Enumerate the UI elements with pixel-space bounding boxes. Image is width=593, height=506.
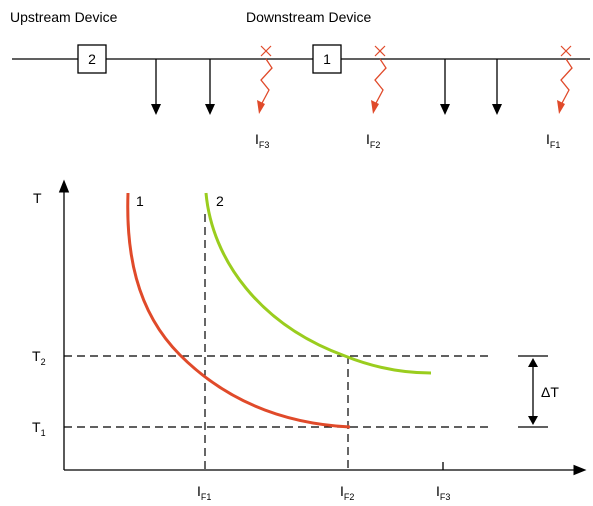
device-2-box: 2 — [77, 44, 107, 74]
device-1-label: 1 — [323, 51, 331, 67]
curve-2-label: 2 — [216, 193, 224, 209]
curve-2 — [204, 192, 432, 375]
fault-label-if2-top: IF2 — [366, 131, 380, 150]
t2-label: T2 — [32, 348, 46, 367]
if3-axis-label: IF3 — [436, 483, 450, 502]
arrow-down-icon — [492, 59, 502, 115]
fault-label-if3-top: IF3 — [255, 131, 269, 150]
guide-lines — [64, 214, 490, 470]
arrow-down-icon — [205, 59, 215, 115]
lightning-fault-icon — [257, 45, 273, 114]
downstream-device-label: Downstream Device — [246, 9, 371, 25]
curve-1 — [126, 192, 351, 429]
curve-1-label: 1 — [136, 193, 144, 209]
if1-axis-label: IF1 — [197, 483, 211, 502]
if2-axis-label: IF2 — [340, 483, 354, 502]
t1-label: T1 — [32, 419, 46, 438]
t-axis-label: T — [33, 190, 42, 206]
lightning-fault-icon — [371, 45, 387, 114]
arrow-down-icon — [440, 59, 450, 115]
device-1-box: 1 — [312, 44, 342, 74]
arrow-down-icon — [151, 59, 161, 115]
delta-t-bracket — [518, 355, 548, 428]
lightning-fault-icon — [557, 45, 573, 114]
device-2-label: 2 — [88, 51, 96, 67]
upstream-device-label: Upstream Device — [10, 9, 118, 25]
delta-t-label: ΔT — [541, 384, 559, 400]
fault-label-if1-top: IF1 — [546, 131, 560, 150]
